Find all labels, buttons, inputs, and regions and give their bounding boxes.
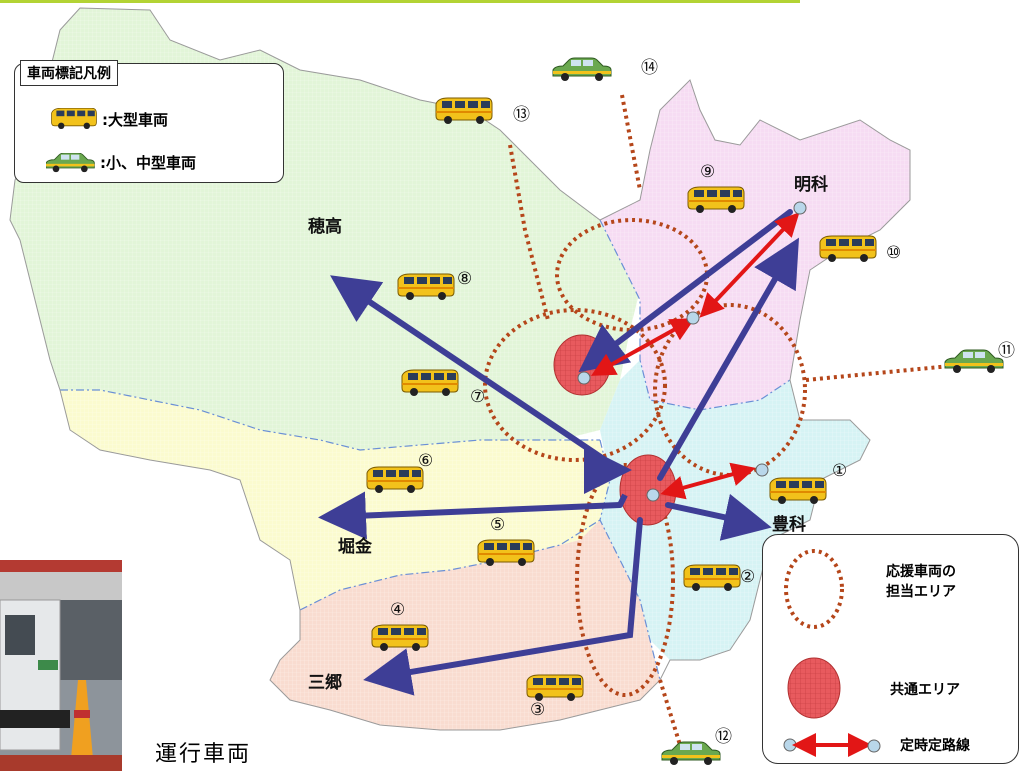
vehicle-3-icon	[526, 674, 584, 702]
vehicle-9-icon	[687, 186, 745, 214]
small-vehicle-icon	[46, 152, 95, 172]
fixed-route-hotaka	[591, 318, 695, 376]
vehicle-12-icon	[661, 741, 721, 766]
support-area-misato-south	[575, 463, 675, 697]
vehicle-14-icon	[552, 57, 612, 82]
fixed-route-key-label: 定時定路線	[900, 738, 970, 754]
vehicle-number-13: ⑬	[513, 105, 530, 125]
support-line-12	[658, 679, 682, 746]
support-area-key-label: 応援車両の 担当エリア	[886, 564, 956, 600]
small-vehicle-label: :小、中型車両	[100, 154, 196, 172]
map-key-symbols	[783, 549, 870, 757]
vehicle-5-icon	[477, 539, 535, 567]
stop-key-icon-right	[867, 739, 881, 753]
area-label-misato: 三郷	[308, 672, 342, 693]
top-bar	[0, 0, 800, 3]
photo-caption: 運行車両	[155, 742, 252, 767]
vehicle-8-icon	[397, 273, 455, 301]
support-area-toyoshina-east	[653, 303, 807, 477]
vehicle-photo	[0, 560, 122, 771]
vehicle-number-1: ①	[832, 461, 847, 481]
area-label-horigane: 堀金	[338, 536, 373, 557]
vehicle-number-5: ⑤	[490, 515, 505, 535]
map-key	[762, 534, 1019, 764]
vehicle-11-icon	[944, 349, 1004, 374]
vehicle-number-6: ⑥	[418, 451, 433, 471]
vehicle-2-icon	[683, 564, 741, 592]
vehicle-number-3: ③	[530, 700, 545, 720]
area-label-toyoshina: 豊科	[772, 514, 806, 535]
vehicle-number-8: ⑧	[457, 269, 472, 289]
support-line-11	[805, 364, 951, 382]
vehicle-number-4: ④	[390, 600, 405, 620]
vehicle-1-icon	[769, 477, 827, 505]
stop-key-icon	[783, 738, 797, 752]
vehicle-number-14: ⑭	[641, 58, 658, 78]
vehicle-number-11: ⑪	[998, 341, 1015, 361]
vehicle-number-2: ②	[740, 567, 755, 587]
vehicle-13-icon	[435, 97, 493, 125]
large-vehicle-icon	[51, 108, 97, 129]
support-line-14	[620, 94, 642, 191]
legend-large-vehicle: :大型車両	[50, 108, 168, 130]
vehicle-number-7: ⑦	[470, 387, 485, 407]
vehicle-7-icon	[401, 369, 459, 397]
support-area-hotaka-center	[483, 308, 667, 462]
route-toyoshina-misato	[363, 517, 643, 696]
common-area-hotaka	[553, 334, 611, 396]
route-toyoshina-hotaka	[330, 275, 623, 473]
area-label-hotaka: 穂高	[308, 216, 342, 237]
vehicle-number-9: ⑨	[700, 162, 715, 182]
support-area-key-icon	[784, 549, 844, 629]
vehicle-10-icon	[819, 235, 877, 263]
route-toyoshina-south	[665, 493, 772, 541]
fixed-route-toyoshina	[660, 462, 756, 500]
common-area-key-label: 共通エリア	[890, 682, 960, 698]
vehicle-number-12: ⑫	[715, 727, 732, 747]
stops	[577, 201, 807, 502]
vehicle-4-icon	[371, 624, 429, 652]
large-vehicle-label: :大型車両	[102, 110, 168, 129]
vehicle-number-10: ⑩	[886, 243, 901, 263]
area-label-meishina: 明科	[794, 174, 828, 195]
route-toyoshina-horigane	[318, 491, 623, 540]
common-area-key-icon	[787, 657, 841, 719]
legend-small-vehicle: :小、中型車両	[46, 152, 196, 173]
support-line-13	[508, 144, 550, 321]
vehicle-legend-title: 車両標記凡例	[20, 60, 118, 86]
vehicle-6-icon	[366, 466, 424, 494]
fixed-route-meishina	[699, 212, 800, 318]
